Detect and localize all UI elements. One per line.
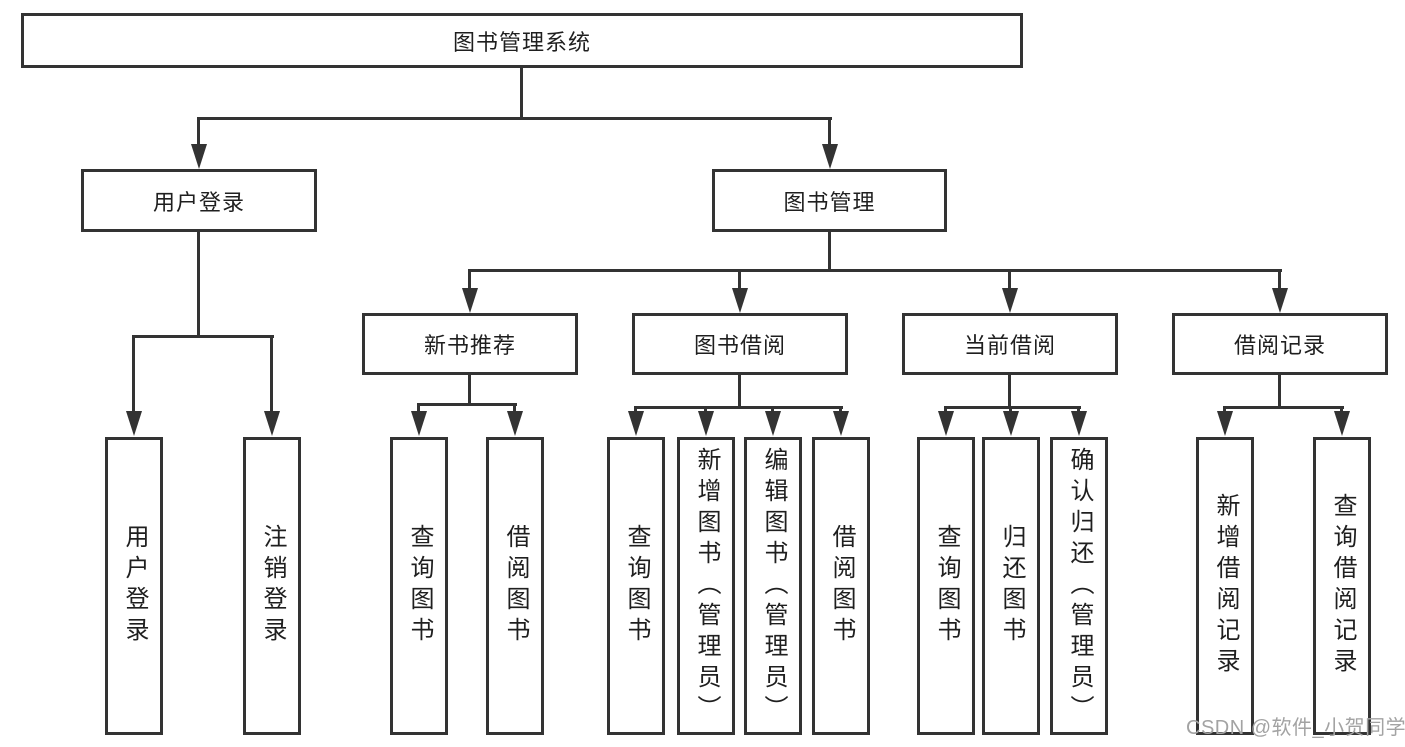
connector-line [520, 68, 523, 120]
csdn-watermark: CSDN @软件_小贺同学 [1186, 717, 1405, 739]
node-book-management: 图书管理 [712, 169, 947, 232]
node-label: 归还图书 [998, 524, 1025, 648]
arrow-down-icon [1071, 411, 1087, 436]
node-logout: 注销登录 [243, 437, 301, 735]
arrow-down-icon [1334, 411, 1350, 436]
arrow-down-icon [1272, 288, 1288, 313]
arrow-down-icon [264, 411, 280, 436]
node-borrowing-records: 借阅记录 [1172, 313, 1388, 375]
arrow-down-icon [462, 288, 478, 313]
node-query-books-recommend: 查询图书 [390, 437, 448, 735]
node-user-login: 用户登录 [81, 169, 317, 232]
arrow-down-icon [1217, 411, 1233, 436]
connector-line [1008, 269, 1011, 295]
node-borrow-books-recommend: 借阅图书 [486, 437, 544, 735]
node-user-login-leaf: 用户登录 [105, 437, 163, 735]
node-new-book-recommend: 新书推荐 [362, 313, 578, 375]
node-label: 用户登录 [152, 189, 245, 215]
connector-line [197, 117, 200, 150]
arrow-down-icon [732, 288, 748, 313]
connector-line [1223, 406, 1344, 409]
connector-line [417, 403, 420, 417]
arrow-down-icon [1002, 288, 1018, 313]
arrow-down-icon [938, 411, 954, 436]
node-label: 当前借阅 [963, 333, 1056, 358]
arrow-down-icon [698, 411, 714, 436]
connector-line [132, 335, 274, 338]
connector-line [634, 406, 843, 409]
arrow-down-icon [191, 144, 207, 169]
arrow-down-icon [1003, 411, 1019, 436]
arrow-down-icon [822, 144, 838, 169]
connector-line [197, 232, 200, 338]
node-label: 借阅图书 [828, 524, 855, 648]
node-query-books-current: 查询图书 [917, 437, 975, 735]
arrow-down-icon [833, 411, 849, 436]
node-label: 查询图书 [406, 524, 433, 648]
connector-line [738, 375, 741, 409]
node-confirm-return-admin: 确认归还（管理员） [1050, 437, 1108, 735]
connector-line [513, 403, 516, 417]
node-add-borrow-record: 新增借阅记录 [1196, 437, 1254, 735]
connector-line [828, 232, 831, 272]
node-borrow-books-borrowing: 借阅图书 [812, 437, 870, 735]
node-label: 用户登录 [121, 524, 148, 648]
arrow-down-icon [507, 411, 523, 436]
connector-line [468, 269, 1282, 272]
connector-line [468, 269, 471, 295]
connector-line [738, 269, 741, 295]
connector-line [132, 335, 135, 417]
connector-line [1278, 269, 1281, 295]
node-add-book-admin: 新增图书（管理员） [677, 437, 735, 735]
node-label: 注销登录 [259, 524, 286, 648]
node-label: 图书管理 [783, 189, 876, 215]
node-label: 查询图书 [623, 524, 650, 648]
arrow-down-icon [628, 411, 644, 436]
node-label: 图书借阅 [693, 333, 786, 358]
node-query-books-borrowing: 查询图书 [607, 437, 665, 735]
connector-line [828, 117, 831, 150]
connector-line [270, 335, 273, 417]
node-label: 借阅图书 [502, 524, 529, 648]
node-label: 图书管理系统 [452, 29, 591, 55]
connector-line [417, 403, 517, 406]
connector-line [197, 117, 832, 120]
node-label: 查询借阅记录 [1329, 493, 1356, 679]
node-edit-book-admin: 编辑图书（管理员） [744, 437, 802, 735]
arrow-down-icon [126, 411, 142, 436]
node-current-borrowing: 当前借阅 [902, 313, 1118, 375]
arrow-down-icon [411, 411, 427, 436]
node-label: 查询图书 [933, 524, 960, 648]
connector-line [1278, 375, 1281, 409]
connector-line [468, 375, 471, 406]
node-book-borrowing: 图书借阅 [632, 313, 848, 375]
node-label: 新增借阅记录 [1212, 493, 1239, 679]
node-label: 新书推荐 [423, 333, 516, 358]
connector-line [1008, 375, 1011, 409]
node-query-borrow-record: 查询借阅记录 [1313, 437, 1371, 735]
node-return-book: 归还图书 [982, 437, 1040, 735]
node-label: 确认归还（管理员） [1066, 446, 1093, 726]
connector-line [944, 406, 1081, 409]
node-label: 新增图书（管理员） [693, 446, 720, 726]
node-library-system: 图书管理系统 [21, 13, 1023, 68]
node-label: 借阅记录 [1233, 333, 1326, 358]
node-label: 编辑图书（管理员） [760, 446, 787, 726]
arrow-down-icon [765, 411, 781, 436]
